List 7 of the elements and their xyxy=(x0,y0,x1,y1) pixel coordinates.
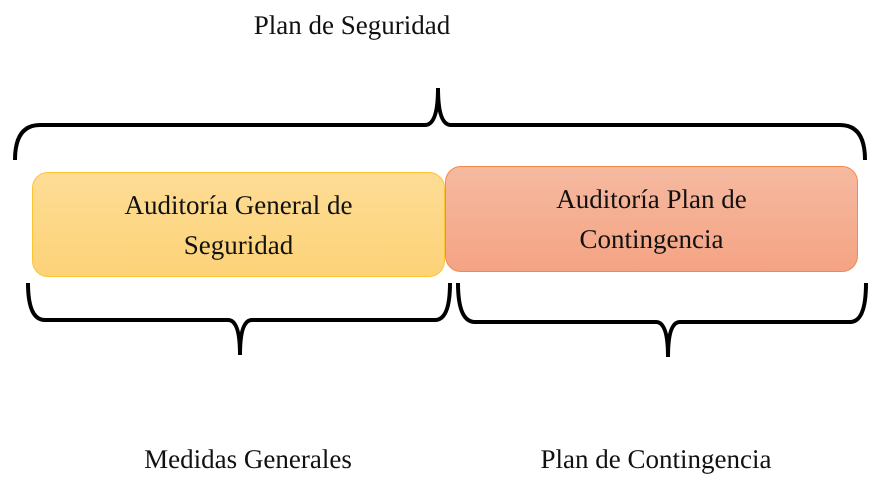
box-label: Auditoría General de Seguridad xyxy=(124,188,354,262)
process-box xyxy=(445,166,858,272)
brace-label: Medidas Generales xyxy=(144,444,352,475)
brace-label: Plan de Seguridad xyxy=(254,10,450,41)
brace-label: Plan de Contingencia xyxy=(540,444,772,475)
process-box xyxy=(32,172,445,277)
box-label: Auditoría Plan de Contingencia xyxy=(555,183,748,256)
